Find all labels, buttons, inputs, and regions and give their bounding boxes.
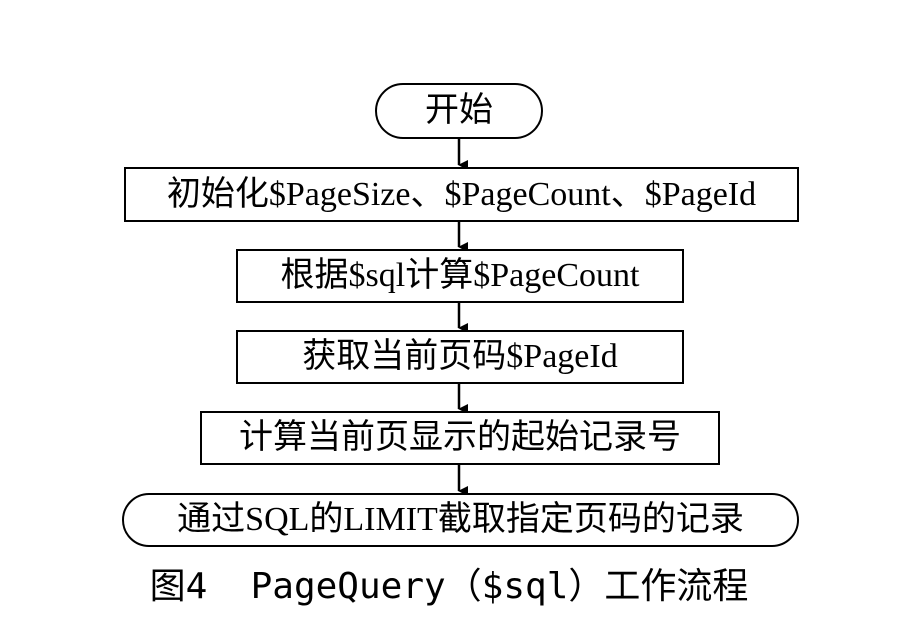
calculate-start-record-label: 计算当前页显示的起始记录号 bbox=[239, 419, 681, 456]
get-page-id-step: 获取当前页码$PageId bbox=[236, 330, 684, 384]
calculate-page-count-step: 根据$sql计算$PageCount bbox=[236, 249, 684, 303]
init-variables-step: 初始化$PageSize、$PageCount、$PageId bbox=[124, 167, 799, 222]
start-terminator: 开始 bbox=[375, 83, 543, 139]
limit-records-terminator: 通过SQL的LIMIT截取指定页码的记录 bbox=[122, 493, 799, 547]
calculate-page-count-label: 根据$sql计算$PageCount bbox=[280, 257, 640, 294]
figure-caption: 图4 PageQuery（$sql）工作流程 bbox=[149, 566, 749, 607]
get-page-id-label: 获取当前页码$PageId bbox=[302, 338, 618, 375]
start-label: 开始 bbox=[425, 92, 493, 129]
calculate-start-record-step: 计算当前页显示的起始记录号 bbox=[200, 411, 720, 465]
limit-records-label: 通过SQL的LIMIT截取指定页码的记录 bbox=[177, 501, 744, 538]
init-variables-label: 初始化$PageSize、$PageCount、$PageId bbox=[166, 175, 757, 213]
